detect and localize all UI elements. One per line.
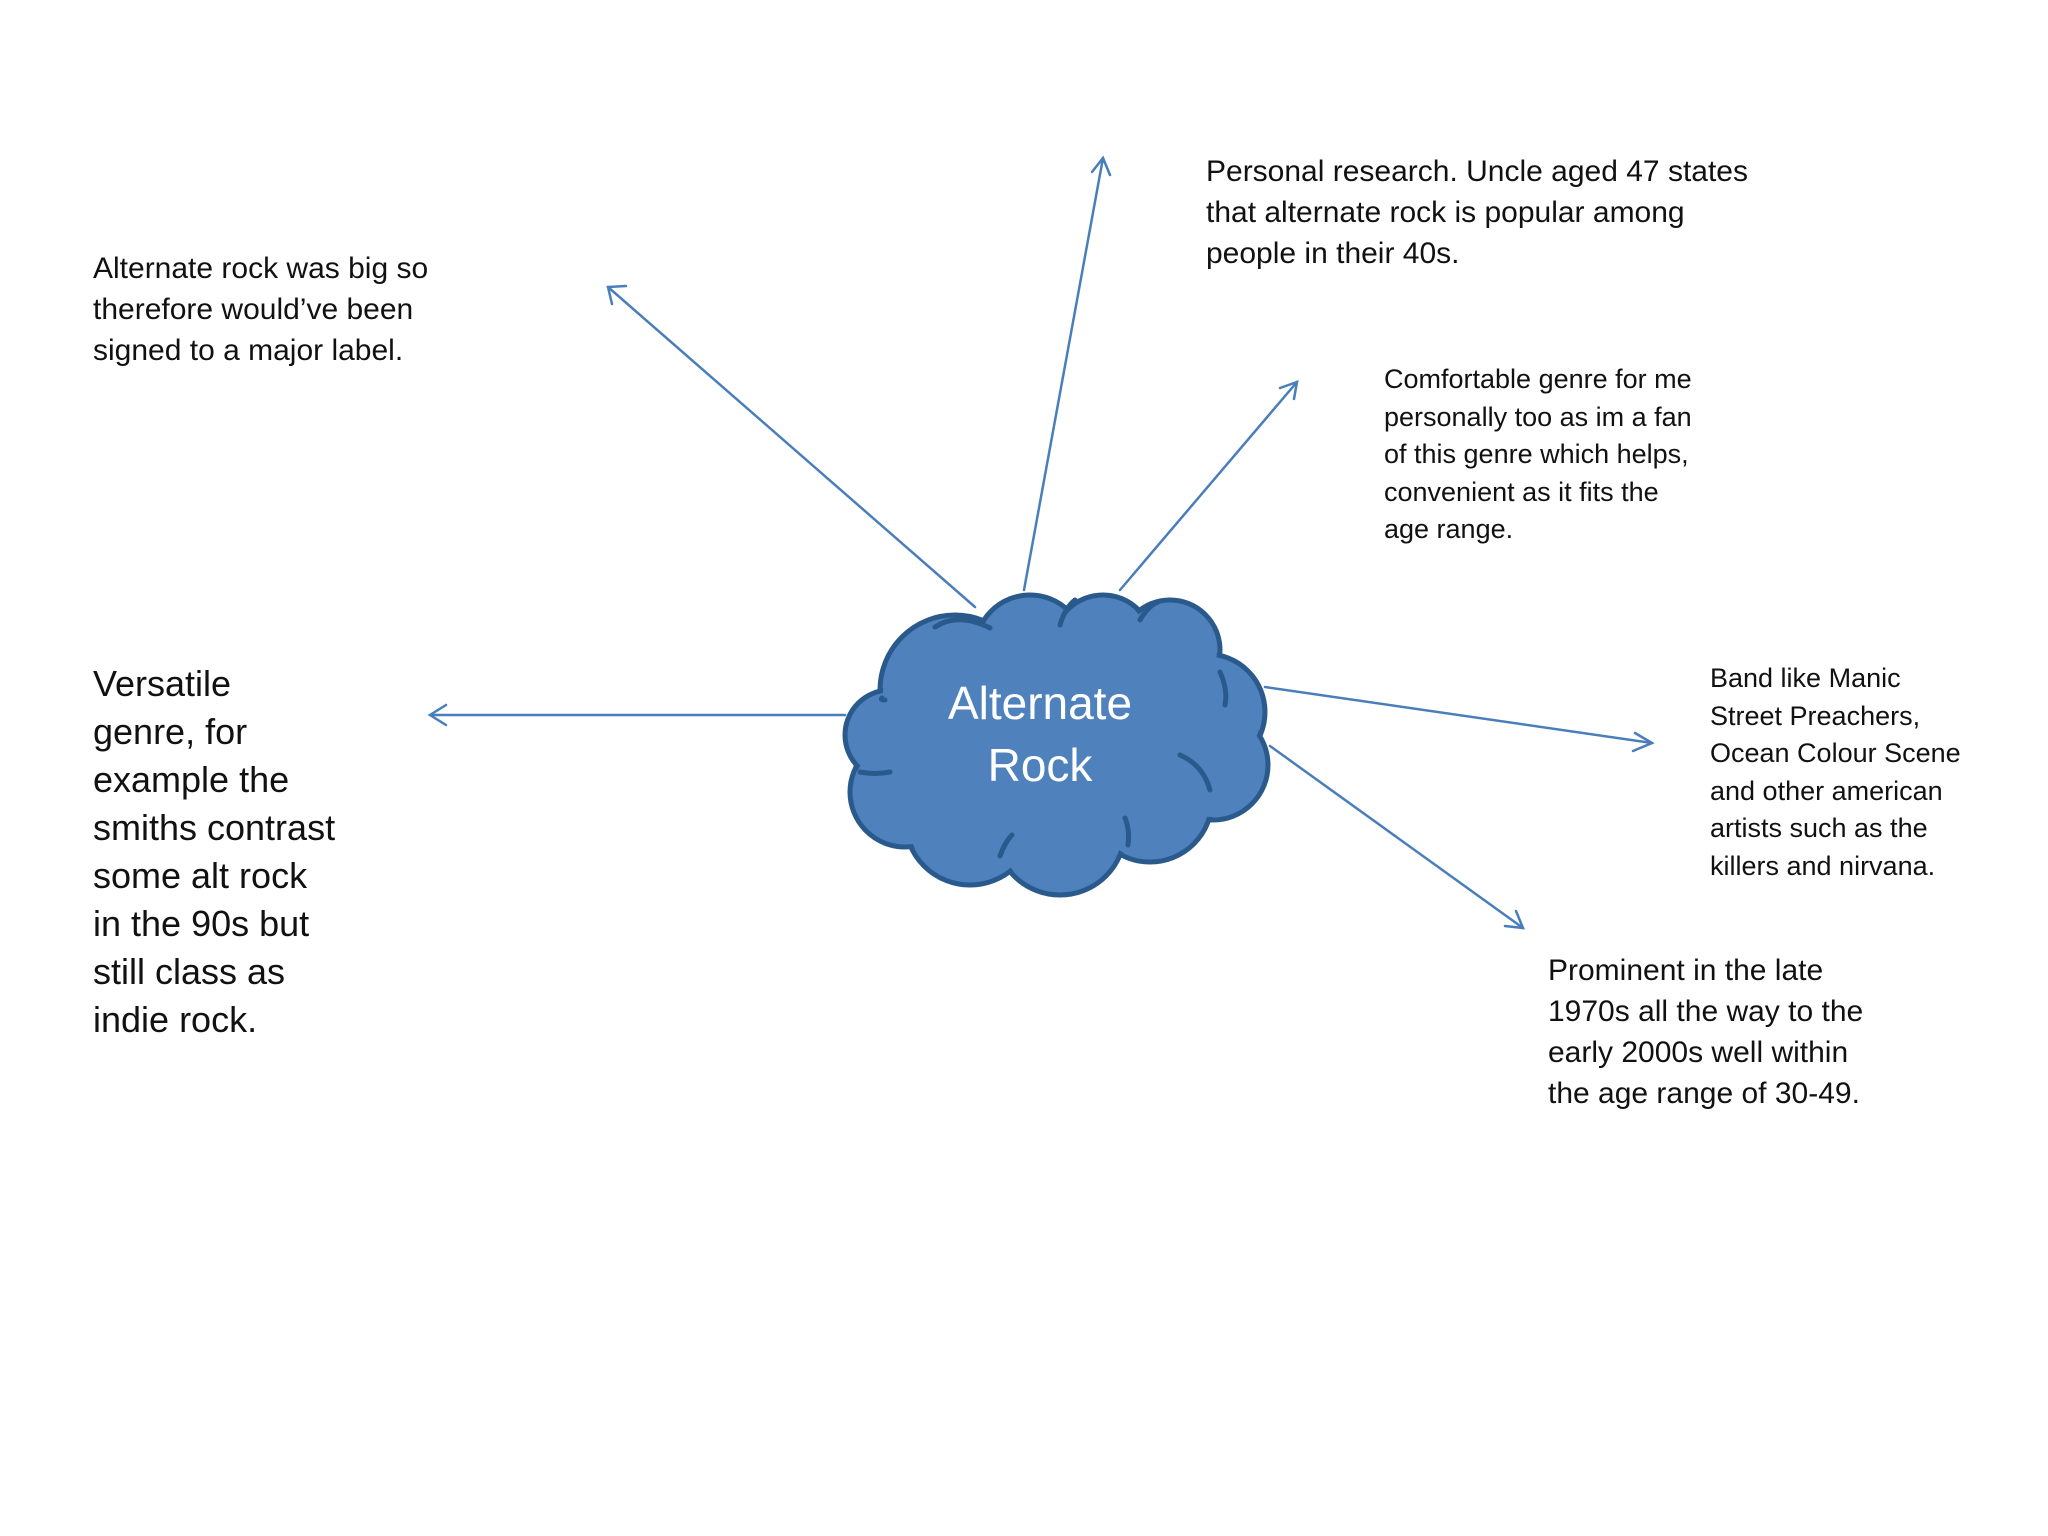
note-comfortable: Comfortable genre for me personally too … — [1384, 361, 1692, 549]
central-topic-label: Alternate Rock — [900, 672, 1180, 796]
note-line: early 2000s well within — [1548, 1036, 1849, 1069]
note-personal-research: Personal research. Uncle aged 47 states … — [1206, 151, 1748, 274]
note-line: Alternate rock was big so — [93, 252, 429, 285]
note-prominent: Prominent in the late 1970s all the way … — [1548, 950, 1863, 1114]
note-line: age range. — [1384, 514, 1514, 544]
note-line: the age range of 30-49. — [1548, 1077, 1860, 1110]
note-line: artists such as the — [1710, 813, 1928, 843]
note-line: killers and nirvana. — [1710, 850, 1936, 881]
note-line: people in their 40s. — [1206, 237, 1460, 270]
note-line: Band like Manic — [1710, 663, 1901, 693]
note-line: Comfortable genre for me — [1384, 364, 1692, 394]
note-line: of this genre which helps, — [1384, 439, 1689, 469]
note-bands: Band like Manic Street Preachers, Ocean … — [1710, 660, 1961, 885]
note-line: genre, for — [93, 711, 248, 752]
central-topic-line: Rock — [987, 739, 1093, 791]
note-line: some alt rock — [93, 855, 308, 896]
note-line: smiths contrast — [93, 807, 336, 848]
note-line: Prominent in the late — [1548, 954, 1824, 987]
note-line: Versatile — [93, 663, 232, 704]
note-line: therefore would’ve been — [93, 293, 414, 326]
arrow-comfortable — [1118, 380, 1299, 592]
arrow-bands — [1263, 685, 1655, 753]
note-line: indie rock. — [93, 999, 258, 1040]
note-line: and other american — [1710, 775, 1943, 806]
note-major-label: Alternate rock was big so therefore woul… — [93, 248, 428, 371]
cloud-shape — [842, 592, 1271, 898]
note-line: example the — [93, 759, 290, 800]
note-line: Street Preachers, — [1710, 700, 1921, 731]
arrow-major-label — [606, 284, 977, 609]
note-line: that alternate rock is popular among — [1206, 196, 1685, 229]
note-line: in the 90s but — [93, 903, 310, 944]
arrow-personal-research — [1022, 155, 1112, 592]
note-line: Personal research. Uncle aged 47 states — [1206, 155, 1748, 188]
note-line: Ocean Colour Scene — [1710, 738, 1961, 768]
note-versatile: Versatile genre, for example the smiths … — [93, 660, 335, 1044]
central-topic-line: Alternate — [947, 677, 1133, 729]
note-line: personally too as im a fan — [1384, 401, 1692, 432]
note-line: convenient as it fits the — [1384, 476, 1659, 507]
arrow-versatile — [427, 703, 847, 727]
arrow-prominent — [1268, 744, 1525, 930]
note-line: signed to a major label. — [93, 334, 404, 367]
note-line: still class as — [93, 951, 286, 992]
note-line: 1970s all the way to the — [1548, 995, 1864, 1028]
